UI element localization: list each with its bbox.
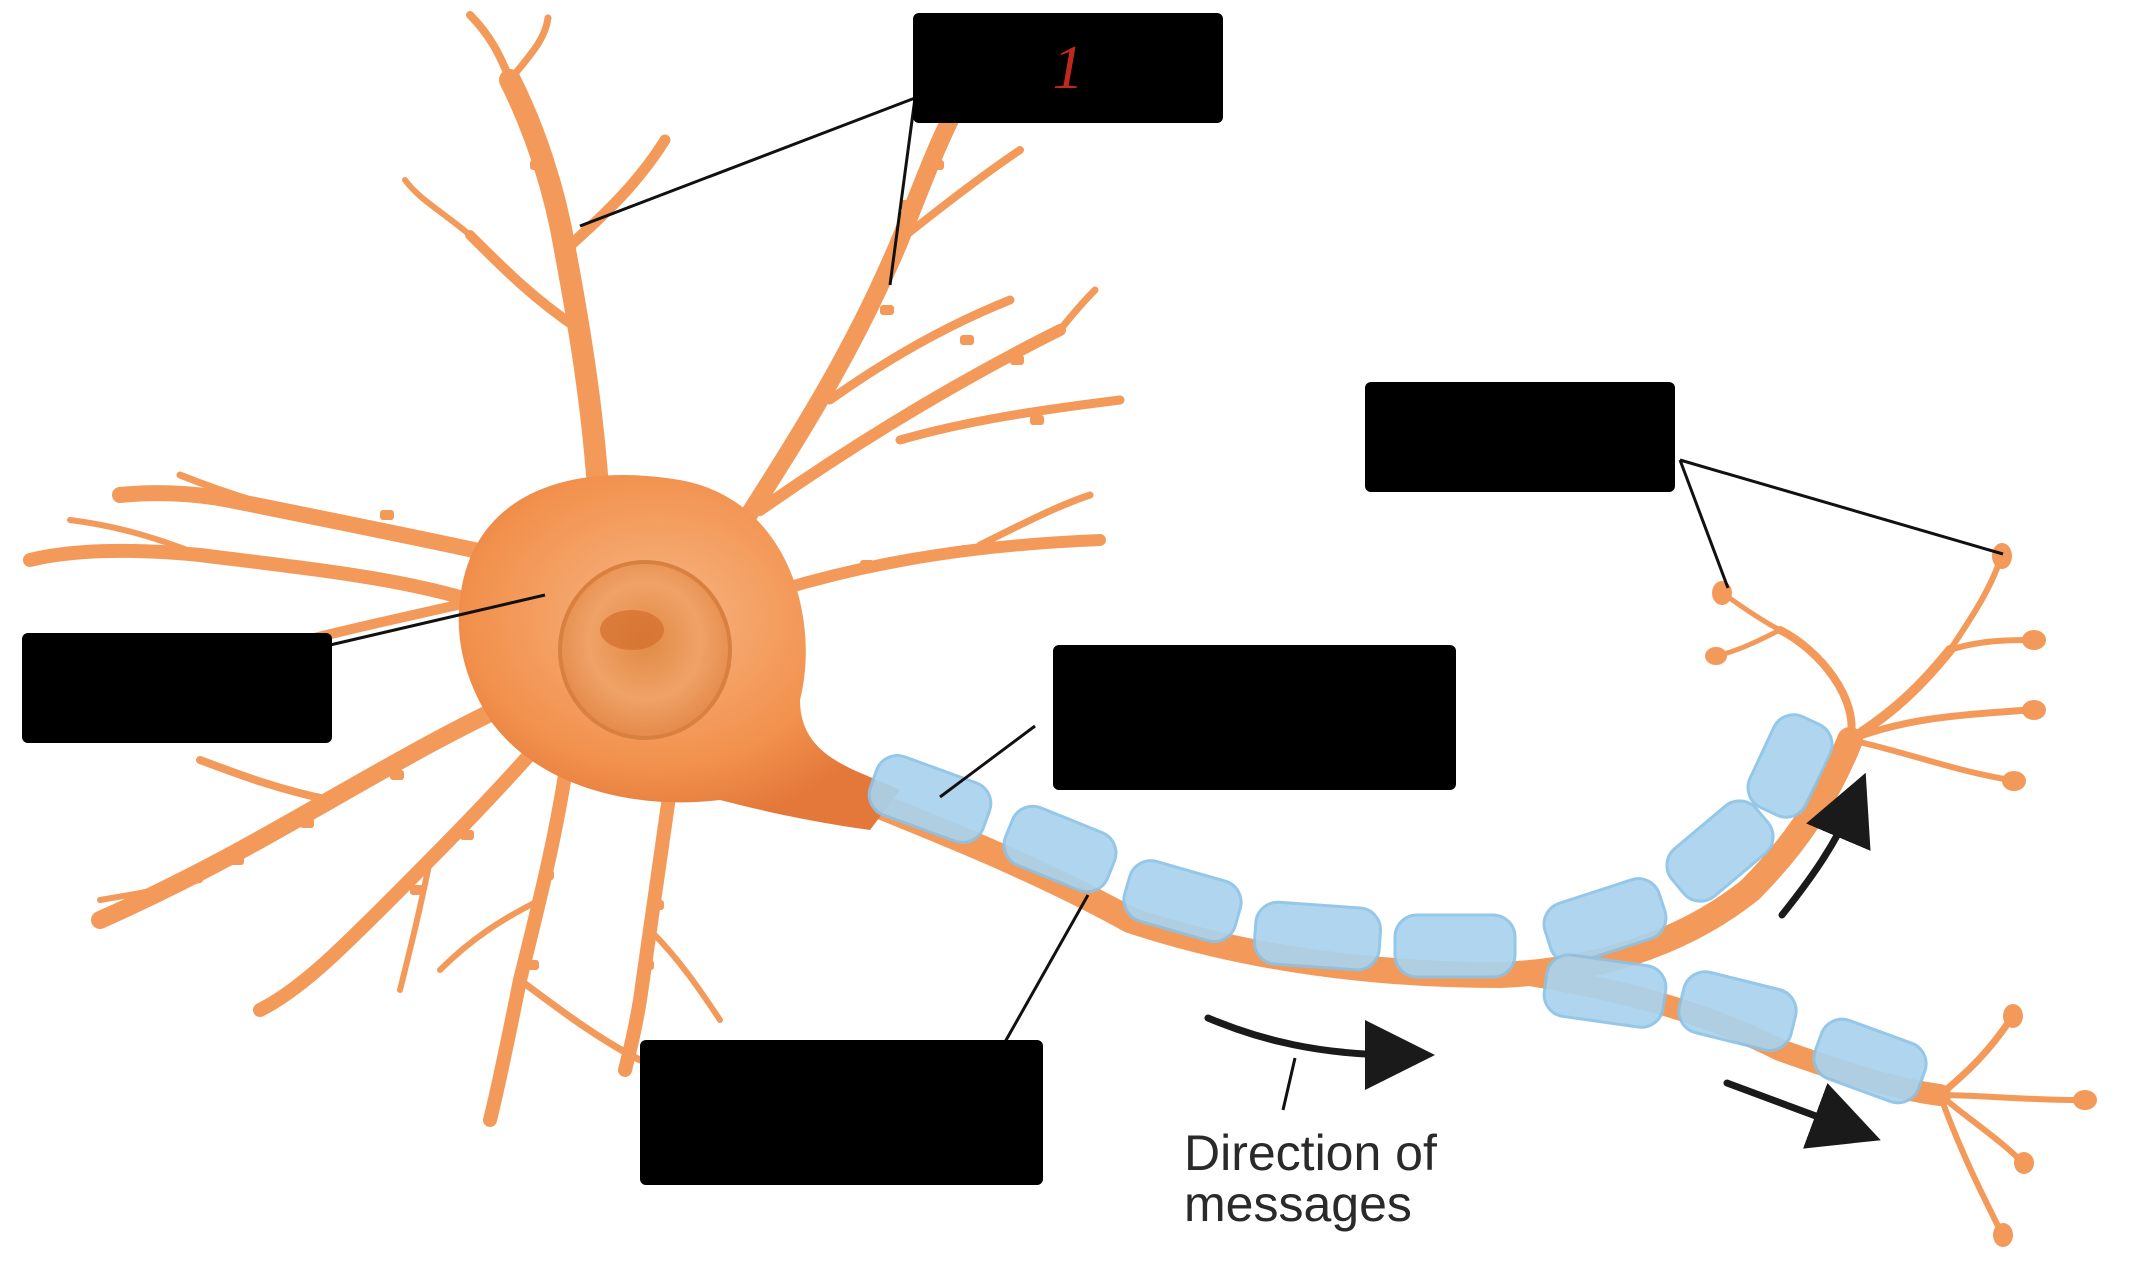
dendrite-branch (559, 134, 671, 256)
direction-caption: Direction of messages (1184, 1128, 1437, 1230)
dendrite-branch (499, 69, 611, 531)
dendrite-branch (253, 713, 567, 1017)
dendrite-branch (196, 756, 334, 804)
nucleus (558, 560, 732, 740)
label-box-1[interactable]: 1 (913, 13, 1223, 123)
dendrite-branch (176, 471, 334, 524)
leader-lines (329, 96, 2004, 1111)
leader-line-2 (329, 593, 546, 647)
label-box-5[interactable] (640, 1040, 1043, 1185)
leader-line-1b (888, 97, 917, 286)
dendrite-branch (67, 517, 203, 558)
dendrite-branch (825, 295, 1015, 405)
direction-arrow-upper (1778, 772, 1871, 919)
cell-body (458, 475, 900, 830)
dendrite-branch (976, 491, 1094, 549)
caption-line-2: messages (1184, 1176, 1412, 1232)
leader-line-3a (1678, 459, 1730, 589)
dendrite-branch (506, 14, 552, 84)
label-box-3[interactable] (1365, 382, 1675, 492)
dendrite-branch (23, 543, 507, 617)
myelin-sheath (867, 713, 1928, 1105)
dendrite-branch (647, 927, 723, 1023)
label-box-2[interactable] (22, 633, 332, 743)
dendrites (23, 11, 1125, 1127)
direction-arrow-lower (1723, 1079, 1881, 1149)
dendrite-branch (896, 146, 1024, 244)
dendrite-branch (397, 857, 433, 993)
dendritic-spines (150, 160, 1044, 970)
nucleolus (600, 610, 664, 650)
leader-line-5 (1003, 894, 1090, 1043)
leader-line-caption (1281, 1057, 1297, 1111)
dendrite-branch (1056, 286, 1099, 334)
dendrite-branch (711, 111, 959, 569)
direction-arrows (1204, 772, 1881, 1149)
leader-line-1a (579, 96, 916, 228)
label-box-4[interactable] (1053, 645, 1456, 790)
label-1-number: 1 (1052, 34, 1084, 102)
dendrite-branch (466, 11, 514, 84)
terminal-buttons (1705, 543, 2097, 1247)
dendrite-branch (618, 783, 677, 1077)
leader-line-4 (939, 724, 1036, 799)
dendrite-branch (516, 976, 644, 1064)
dendrite-branch (437, 897, 543, 973)
dendrite-branch (402, 177, 473, 238)
dendrite-branch (774, 534, 1106, 596)
leader-line-3b (1679, 458, 2004, 556)
direction-arrow-main (1204, 1014, 1435, 1090)
caption-line-1: Direction of (1184, 1125, 1437, 1181)
dendrite-branch (465, 230, 585, 335)
dendrite-branch (754, 324, 1066, 516)
dendrite-branch (483, 733, 577, 1127)
dendrite-branch (97, 877, 203, 903)
dendrite-branch (895, 395, 1125, 445)
axon-terminals (1717, 557, 2083, 1233)
